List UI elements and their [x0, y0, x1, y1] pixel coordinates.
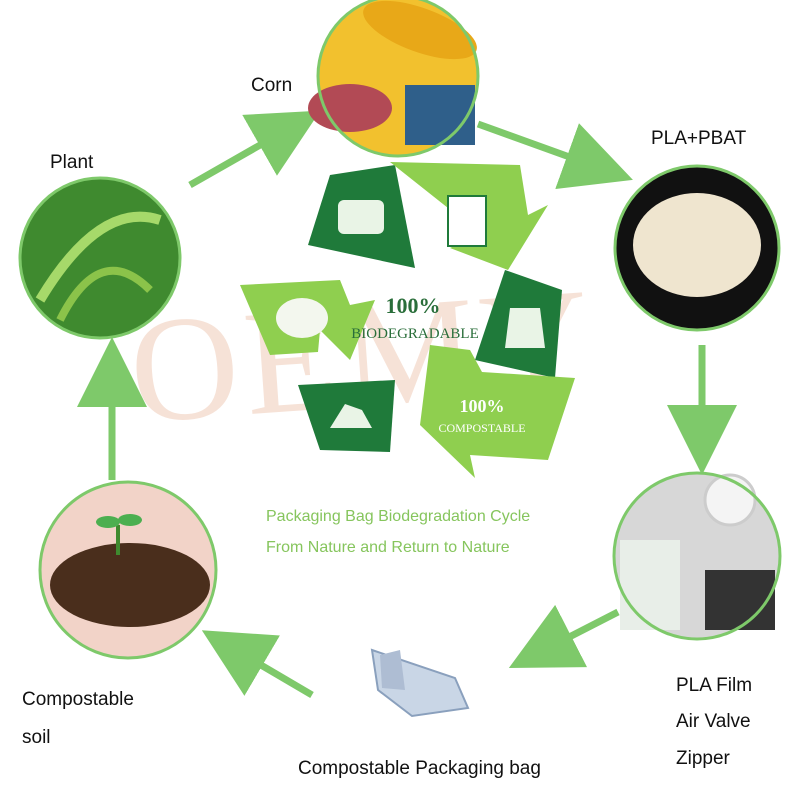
label-pla-pbat: PLA+PBAT	[651, 128, 747, 149]
corn-box-icon	[338, 200, 384, 234]
pellets-dish-icon	[276, 298, 328, 338]
center-100-top: 100%	[386, 293, 441, 318]
packaging-bag-image	[370, 648, 470, 718]
center-compostable: COMPOSTABLE	[438, 421, 525, 435]
node-corn-ring	[316, 0, 480, 158]
label-pla-film: PLA Film	[676, 675, 753, 696]
label-compostable: Compostable	[22, 689, 134, 710]
arrow-plant-to-corn	[188, 110, 321, 189]
arrow-film-to-bag	[508, 604, 620, 668]
node-plant-ring	[18, 176, 182, 340]
arrow-bag-to-soil	[201, 630, 314, 699]
powder-icon	[330, 404, 372, 428]
shopping-bag-icon	[505, 308, 545, 348]
label-air-valve: Air Valve	[676, 711, 751, 732]
arrow-corn-to-pla	[476, 120, 633, 190]
node-soil-ring	[38, 480, 218, 660]
label-corn: Corn	[251, 75, 293, 96]
label-plant: Plant	[50, 152, 94, 173]
caption-line-2: From Nature and Return to Nature	[266, 539, 510, 556]
label-packaging-bag: Compostable Packaging bag	[298, 758, 541, 779]
caption-line-1: Packaging Bag Biodegradation Cycle	[266, 508, 531, 525]
node-pla-ring	[613, 164, 781, 332]
center-biodegradable: BIODEGRADABLE	[351, 326, 479, 342]
center-100-bottom: 100%	[460, 396, 505, 416]
node-film-ring	[612, 471, 782, 641]
paper-bag-icon	[447, 195, 487, 247]
label-soil: soil	[22, 727, 51, 748]
node-graphics	[20, 0, 780, 658]
recycle-arrow-right	[420, 345, 575, 478]
label-zipper: Zipper	[676, 748, 730, 769]
recycle-symbol	[240, 162, 575, 478]
